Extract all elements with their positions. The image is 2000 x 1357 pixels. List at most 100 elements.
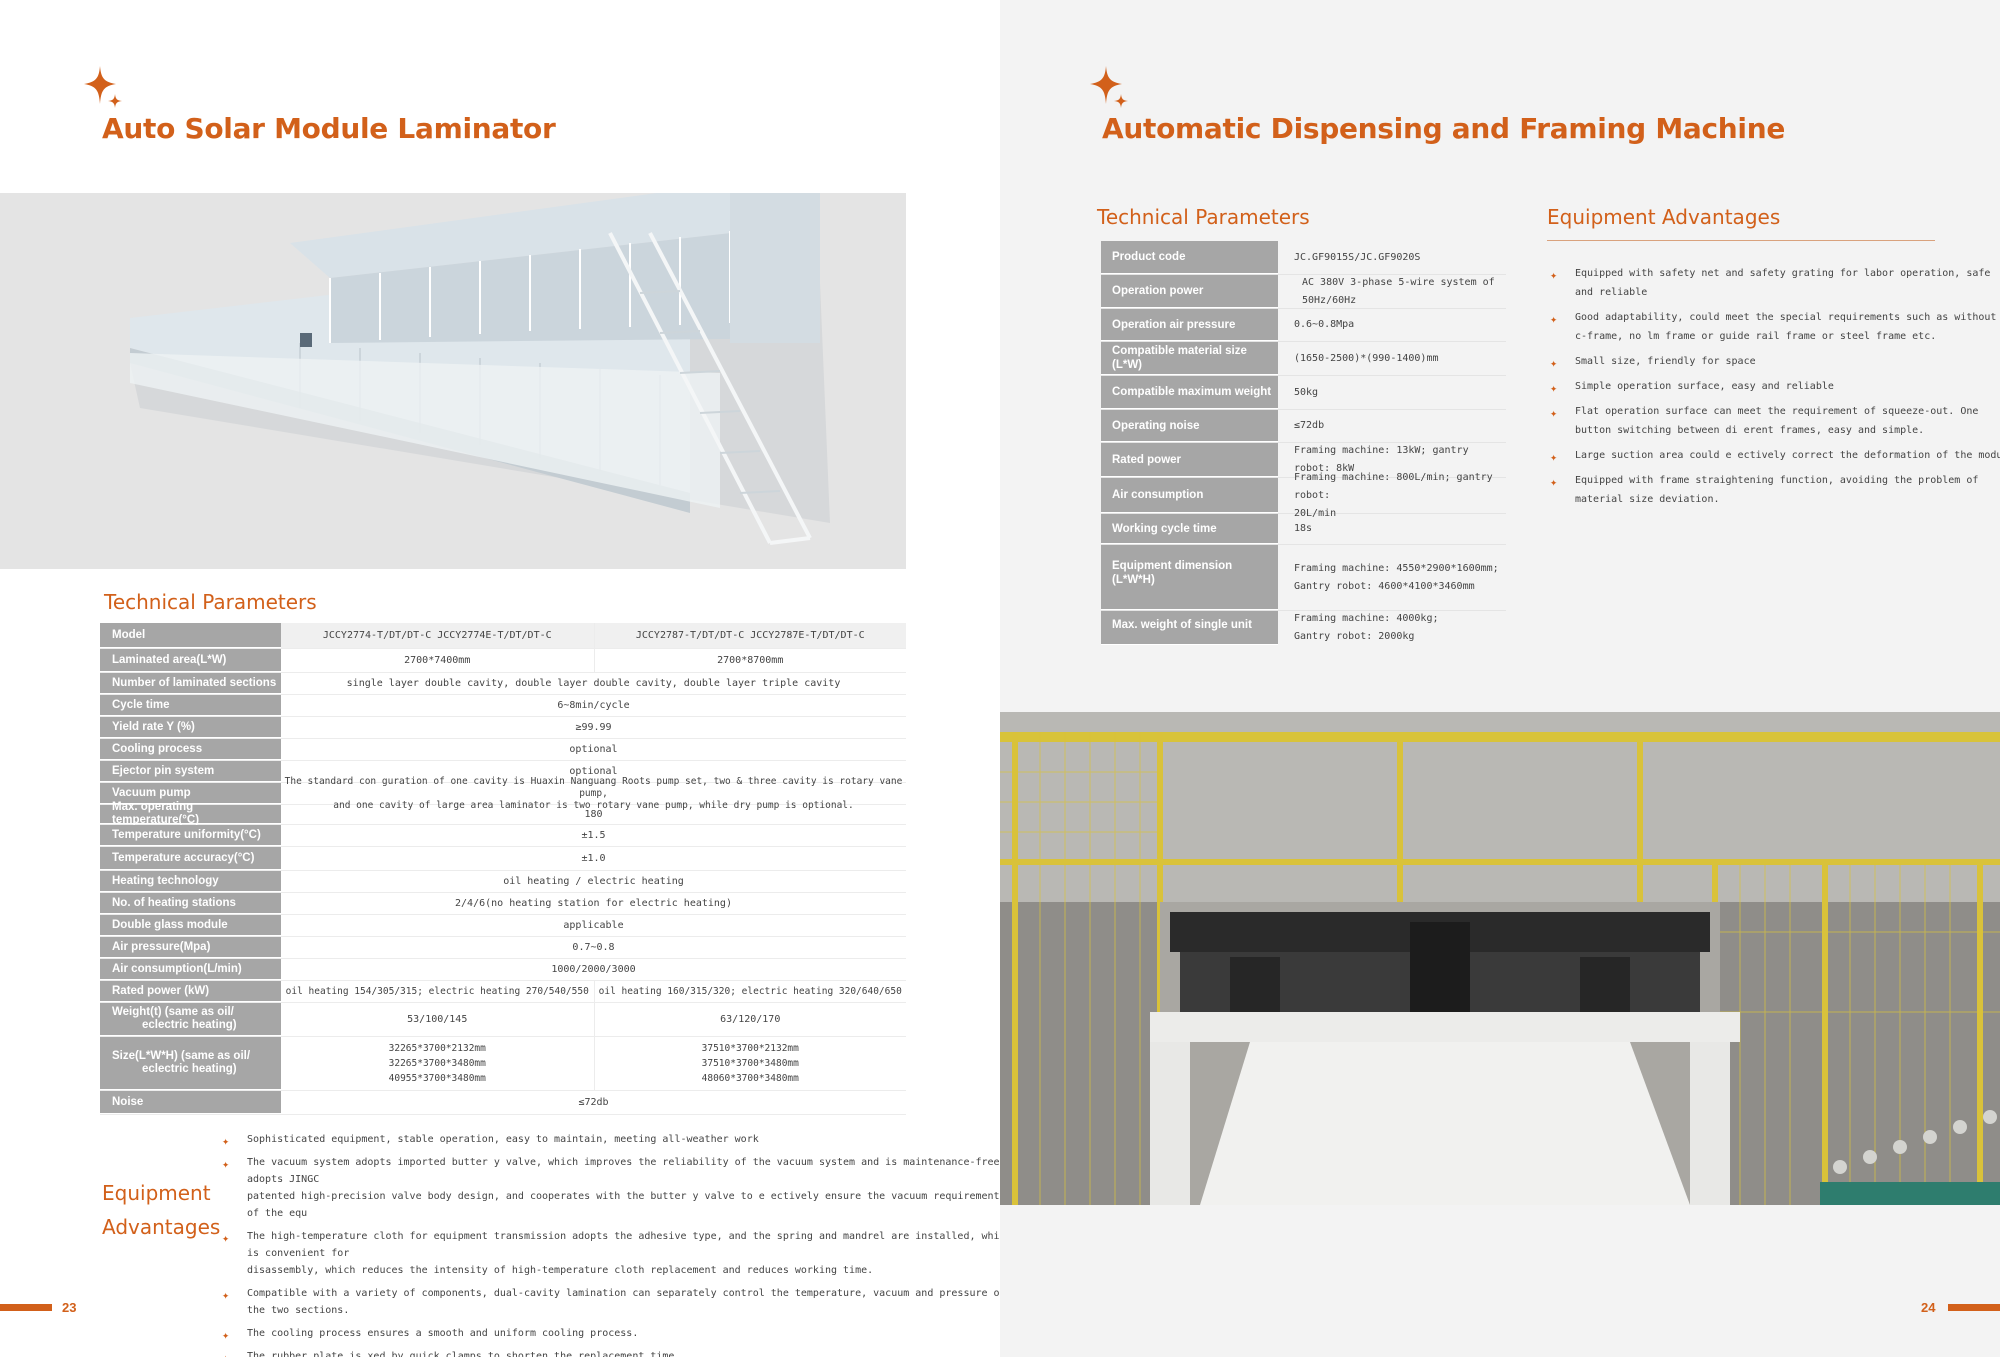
table-row: Air pressure(Mpa) 0.7~0.8 (100, 937, 906, 959)
cell: ≤72db (578, 1097, 609, 1108)
advantages-list: ✦ Equipped with safety net and safety gr… (1550, 264, 2000, 515)
bullet-star-icon: ✦ (222, 1328, 230, 1342)
table-row: Compatible material size (L*W) (1650-250… (1101, 342, 1506, 376)
row-label: Max. weight of single unit (1101, 611, 1278, 645)
bullet-star-icon: ✦ (222, 1157, 230, 1171)
bullet-star-icon: ✦ (222, 1350, 229, 1357)
cell: 18s (1294, 523, 1313, 534)
list-item: ✦ Equipped with frame straightening func… (1550, 475, 1979, 505)
cell: single layer double cavity, double layer… (346, 678, 841, 689)
list-item: ✦ Sophisticated equipment, stable operat… (222, 1134, 759, 1148)
sparkle-star-icon (1090, 66, 1128, 108)
table-row: Compatible maximum weight 50kg (1101, 376, 1506, 410)
cell: ±1.5 (581, 830, 606, 841)
bullet-star-icon: ✦ (222, 1134, 230, 1148)
page-title: Auto Solar Module Laminator (102, 112, 556, 145)
table-row: Operation power AC 380V 3-phase 5-wire s… (1101, 275, 1506, 309)
cell: Framing machine: 800L/min; gantry robot:… (1294, 471, 1493, 519)
table-row: Working cycle time 18s (1101, 514, 1506, 545)
list-item: ✦ The cooling process ensures a smooth a… (222, 1328, 639, 1342)
cell: 180 (584, 809, 603, 820)
right-page: Automatic Dispensing and Framing Machine… (1000, 0, 2000, 1357)
list-item: ✦ Small size, friendly for space (1550, 352, 2000, 371)
bullet-star-icon: ✦ (1550, 406, 1558, 420)
list-item: ✦ The vacuum system adopts imported butt… (222, 1157, 1006, 1219)
row-label: Air consumption (1101, 478, 1278, 513)
page-number: 23 (62, 1300, 77, 1315)
table-row: Weight(t) (same as oil/ eclectric heatin… (100, 1003, 906, 1037)
cell: 0.7~0.8 (572, 942, 615, 953)
row-label: Model (100, 623, 281, 648)
table-row: Noise ≤72db (100, 1091, 906, 1115)
table-row: Operation air pressure 0.6~0.8Mpa (1101, 309, 1506, 342)
row-label: Working cycle time (1101, 514, 1278, 544)
cell: 6~8min/cycle (557, 700, 630, 711)
advantages-list: ✦ Sophisticated equipment, stable operat… (222, 1131, 1022, 1357)
framing-machine-photo (1000, 712, 2000, 1205)
page-number-bar (0, 1304, 52, 1311)
table-row: Heating technology oil heating / electri… (100, 871, 906, 893)
table-row: Double glass module applicable (100, 915, 906, 937)
cell: ≥99.99 (575, 722, 612, 733)
cell: optional (569, 766, 618, 777)
table-row: Air consumption(L/min) 1000/2000/3000 (100, 959, 906, 981)
table-row: Laminated area(L*W) 2700*7400mm 2700*870… (100, 649, 906, 673)
sparkle-star-icon (84, 66, 122, 108)
list-item: ✦ Compatible with a variety of component… (222, 1288, 1006, 1316)
table-row: Max. operating temperature(°C) 180 (100, 801, 906, 826)
row-label: Double glass module (100, 915, 281, 936)
table-row: Model JCCY2774-T/DT/DT-C JCCY2774E-T/DT/… (100, 623, 906, 649)
cell: ±1.0 (581, 853, 606, 864)
row-label: Cooling process (100, 739, 281, 760)
table-row: Temperature uniformity(°C) ±1.5 (100, 825, 906, 847)
cell: 0.6~0.8Mpa (1294, 319, 1355, 330)
page-title: Automatic Dispensing and Framing Machine (1102, 112, 1786, 145)
cell: JC.GF9015S/JC.GF9020S (1294, 251, 1421, 263)
row-label: Rated power (1101, 443, 1278, 477)
bullet-star-icon: ✦ (222, 1231, 230, 1245)
cell: Framing machine: 13kW; gantry robot: 8kW (1294, 445, 1469, 474)
row-label: Heating technology (100, 871, 281, 892)
list-item: ✦ Good adaptability, could meet the spec… (1550, 312, 1997, 342)
cell: 2700*7400mm (404, 655, 471, 666)
cell: oil heating 154/305/315; electric heatin… (285, 986, 589, 997)
row-label: Product code (1101, 241, 1278, 274)
cell: oil heating 160/315/320; electric heatin… (593, 981, 907, 1002)
laminator-photo (0, 193, 906, 569)
model-col2: JCCY2787-T/DT/DT-C JCCY2787E-T/DT/DT-C (593, 623, 907, 648)
table-row: Yield rate Y (%) ≥99.99 (100, 717, 906, 739)
bullet-star-icon: ✦ (1550, 356, 1558, 370)
row-label: Compatible maximum weight (1101, 376, 1278, 409)
table-row: Air consumption Framing machine: 800L/mi… (1101, 471, 1506, 519)
cell: 53/100/145 (407, 1014, 468, 1025)
bullet-star-icon: ✦ (1550, 268, 1558, 282)
table-row: Vacuum pump The standard con guration of… (100, 776, 906, 811)
row-label: Rated power (kW) (100, 981, 281, 1002)
row-label: Cycle time (100, 695, 281, 716)
row-label: Vacuum pump (100, 783, 281, 804)
row-label: Ejector pin system (100, 761, 281, 782)
cell: 37510*3700*2132mm 37510*3700*3480mm 4806… (593, 1037, 907, 1090)
table-row: Rated power Framing machine: 13kW; gantr… (1101, 443, 1506, 478)
row-label: Compatible material size (L*W) (1101, 342, 1278, 375)
list-item: ✦ Large suction area could e ectively co… (1550, 446, 2000, 465)
cell: 2700*8700mm (593, 649, 907, 672)
cell: 50kg (1294, 386, 1319, 398)
bullet-star-icon: ✦ (1550, 381, 1558, 395)
row-label: Max. operating temperature(°C) (100, 801, 281, 826)
list-item: ✦ The rubber plate is xed by quick clamp… (222, 1348, 1022, 1357)
row-label: Temperature uniformity(°C) (100, 825, 281, 846)
cell: applicable (563, 920, 624, 931)
row-label: Noise (100, 1091, 281, 1114)
table-row: Cycle time 6~8min/cycle (100, 695, 906, 717)
cell: Framing machine: 4550*2900*1600mm; Gantr… (1294, 562, 1499, 592)
table-row: Temperature accuracy(°C) ±1.0 (100, 847, 906, 871)
tech-params-heading: Technical Parameters (1097, 205, 1310, 229)
cell: 2/4/6(no heating station for electric he… (455, 898, 732, 909)
table-row: Max. weight of single unit Framing machi… (1101, 611, 1506, 645)
row-label: Laminated area(L*W) (100, 649, 281, 672)
page-number: 24 (1921, 1300, 1936, 1315)
cell: AC 380V 3-phase 5-wire system of 50Hz/60… (1302, 276, 1495, 306)
row-label: Operation power (1101, 275, 1278, 308)
row-label: Weight(t) (same as oil/ eclectric heatin… (100, 1003, 281, 1036)
